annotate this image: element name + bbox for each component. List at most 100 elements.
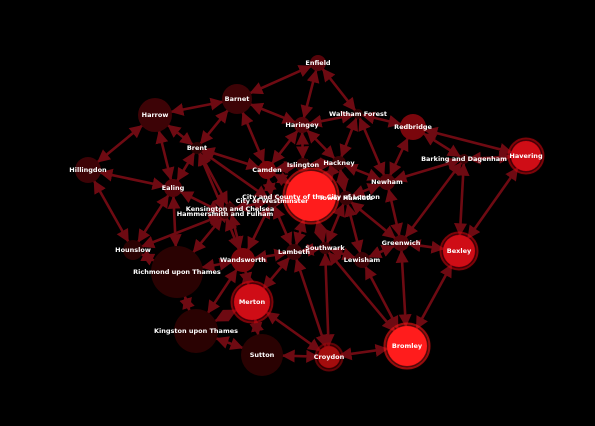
edge-brent-ealing <box>176 151 196 182</box>
node-label-croydon: Croydon <box>314 353 345 361</box>
node-label-hounslow: Hounslow <box>115 246 151 254</box>
node-label-haringey: Haringey <box>285 121 319 129</box>
node-label-ealing: Ealing <box>162 184 185 192</box>
edge-hillingdon-hounslow <box>93 180 130 243</box>
node-halo <box>314 342 344 372</box>
edge-wandsworth-kingston <box>206 268 238 314</box>
node-label-merton: Merton <box>239 298 266 306</box>
edge-merton-kingston <box>214 308 238 323</box>
edge-greenwich-bexley <box>407 239 445 254</box>
node-label-harrow: Harrow <box>142 111 169 119</box>
node-circle <box>379 174 395 190</box>
node-southwark[interactable] <box>319 242 331 254</box>
node-circle <box>286 244 302 260</box>
node-enfield[interactable] <box>310 55 326 71</box>
edge-ealing-hounslow <box>137 194 170 243</box>
node-hammersmith-fulham[interactable] <box>220 209 230 219</box>
node-circle <box>286 171 336 221</box>
node-label-islington: Islington <box>287 161 320 169</box>
node-lambeth[interactable] <box>286 244 302 260</box>
edge-city_of_london-city_of_westminster <box>273 192 291 208</box>
node-wandsworth[interactable] <box>231 248 255 272</box>
node-circle <box>310 55 326 71</box>
edge-brent-kensington_chelsea <box>198 151 229 206</box>
node-label-camden: Camden <box>252 166 282 174</box>
node-label-newham: Newham <box>371 178 403 186</box>
edge-harrow-ealing <box>155 130 175 181</box>
node-circle <box>234 284 270 320</box>
node-label-enfield: Enfield <box>305 59 331 67</box>
node-newham[interactable] <box>379 174 395 190</box>
node-label-lewisham: Lewisham <box>344 256 381 264</box>
node-circle <box>222 84 252 114</box>
node-label-brent: Brent <box>187 144 207 152</box>
node-merton[interactable] <box>230 280 274 324</box>
node-redbridge[interactable] <box>400 114 426 140</box>
node-label-bromley: Bromley <box>392 342 423 350</box>
edge-croydon-bromley <box>338 343 389 361</box>
node-hackney[interactable] <box>332 156 346 170</box>
node-ealing[interactable] <box>164 179 182 197</box>
node-havering[interactable] <box>507 137 545 175</box>
node-camden[interactable] <box>258 161 276 179</box>
edge-camden-city_of_westminster <box>262 177 277 197</box>
edge-barnet-brent <box>199 109 229 145</box>
node-halo <box>507 137 545 175</box>
node-tower-hamlets[interactable] <box>339 191 353 205</box>
node-waltham-forest[interactable] <box>353 109 363 119</box>
node-layer <box>75 55 545 376</box>
node-sutton[interactable] <box>241 334 283 376</box>
node-circle <box>174 309 218 353</box>
node-circle <box>353 109 363 119</box>
edge-redbridge-havering <box>424 126 513 156</box>
node-kingston[interactable] <box>174 309 218 353</box>
node-bexley[interactable] <box>439 231 479 271</box>
node-circle <box>318 346 340 368</box>
node-circle <box>138 98 172 132</box>
node-circle <box>220 209 230 219</box>
edge-barking_dagenham-bexley <box>454 162 470 237</box>
node-label-lambeth: Lambeth <box>278 248 310 256</box>
node-circle <box>266 195 278 207</box>
node-circle <box>241 334 283 376</box>
node-greenwich[interactable] <box>393 235 409 251</box>
node-label-greenwich: Greenwich <box>382 239 421 247</box>
edge-merton-croydon <box>265 311 322 352</box>
edge-tower_hamlets-greenwich <box>350 201 397 240</box>
edge-barking_dagenham-greenwich <box>404 161 463 238</box>
edge-redbridge-newham <box>389 137 409 177</box>
node-city-of-westminster[interactable] <box>266 195 278 207</box>
edge-haringey-islington <box>295 131 310 160</box>
node-circle <box>319 242 331 254</box>
edge-city_of_westminster-kensington_chelsea <box>234 197 268 213</box>
node-barking-dagenham[interactable] <box>459 154 469 164</box>
node-hillingdon[interactable] <box>75 157 101 183</box>
edge-hounslow-richmond <box>140 249 156 266</box>
edge-harrow-hillingdon <box>96 124 144 164</box>
edge-city_of_westminster-wandsworth <box>246 205 271 251</box>
edge-city_of_london-lambeth <box>293 218 307 246</box>
node-label-sutton: Sutton <box>250 351 275 359</box>
node-halo <box>230 280 274 324</box>
node-bromley[interactable] <box>383 322 431 370</box>
edge-enfield-haringey <box>300 69 320 119</box>
edge-richmond-wandsworth <box>201 257 233 272</box>
node-hounslow[interactable] <box>123 240 143 260</box>
edge-hammersmith_fulham-wandsworth <box>225 217 241 251</box>
edge-sutton-croydon <box>281 349 320 363</box>
node-lewisham[interactable] <box>354 252 370 268</box>
node-croydon[interactable] <box>314 342 344 372</box>
node-harrow[interactable] <box>138 98 172 132</box>
node-city-of-london[interactable] <box>282 167 340 225</box>
node-label-kensington-chelsea: Kensington and Chelsea <box>186 205 274 213</box>
node-brent[interactable] <box>191 142 203 154</box>
node-circle <box>75 157 101 183</box>
node-circle <box>339 191 353 205</box>
edge-ealing-richmond <box>167 195 182 248</box>
node-circle <box>393 235 409 251</box>
node-barnet[interactable] <box>222 84 252 114</box>
edge-brent-hammersmith_fulham <box>197 152 225 211</box>
node-richmond[interactable] <box>151 246 203 298</box>
edge-havering-bexley <box>466 166 519 240</box>
node-haringey[interactable] <box>294 117 310 133</box>
